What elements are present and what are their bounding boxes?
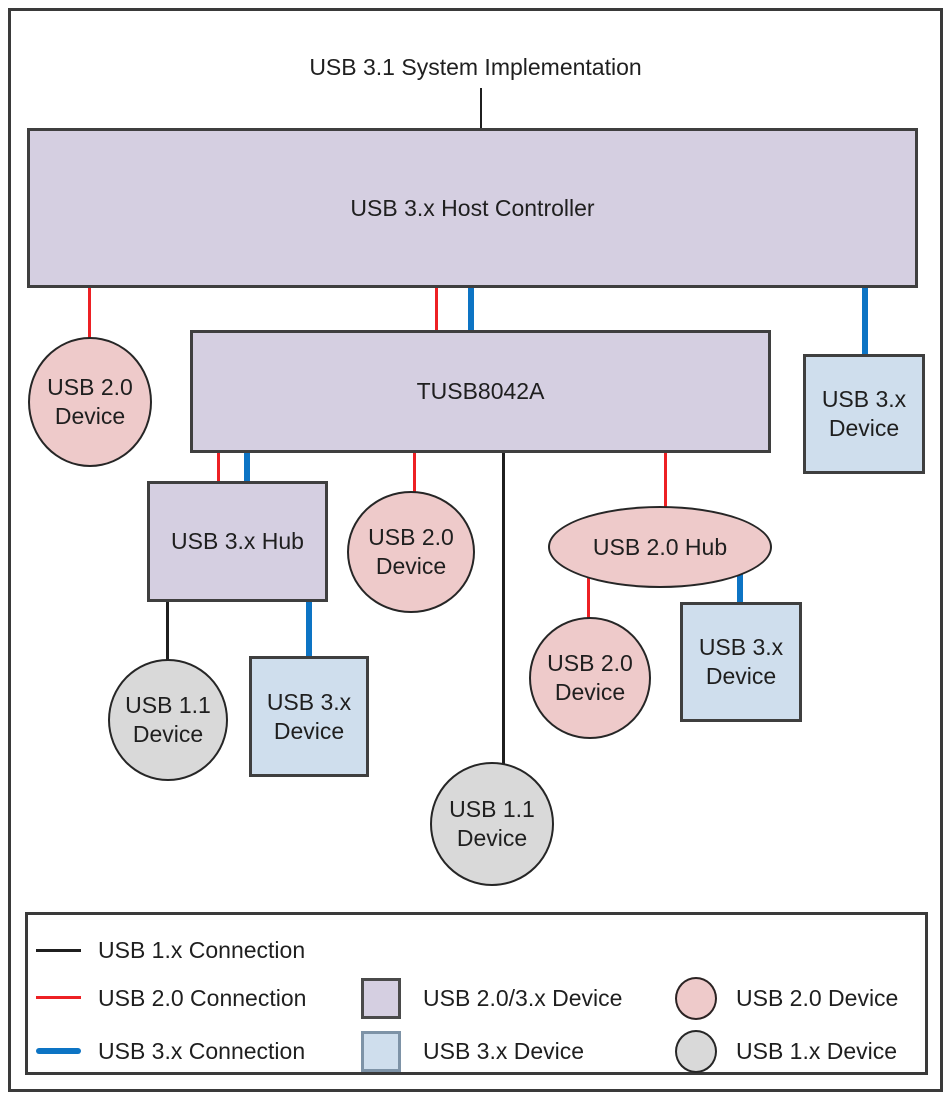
connection-host-to-tusb-usb3x — [468, 286, 474, 332]
node-usb11-device-bottom: USB 1.1 Device — [430, 762, 554, 886]
diagram-outer-frame — [8, 8, 943, 1092]
connection-host-to-usb3x-right — [862, 286, 868, 356]
node-usb20-device-bottom: USB 2.0 Device — [529, 617, 651, 739]
legend-usb20-3x-device-swatch — [361, 978, 401, 1019]
node-tusb8042a: TUSB8042A — [190, 330, 771, 453]
connection-tusb-to-hub20 — [664, 451, 667, 509]
legend-usb3x-device-swatch — [361, 1031, 401, 1072]
legend-usb3x-device-label: USB 3.x Device — [423, 1038, 585, 1064]
legend-usb3x-connection-label: USB 3.x Connection — [98, 1038, 306, 1064]
legend-usb1x-connection-label: USB 1.x Connection — [98, 937, 306, 963]
node-usb3x-hub: USB 3.x Hub — [147, 481, 328, 602]
connection-tusb-to-usb20-mid — [413, 451, 416, 493]
node-usb20-device-mid: USB 2.0 Device — [347, 491, 475, 613]
connection-tusb-to-hub3x-usb20 — [217, 451, 220, 483]
connection-hub3x-to-usb3x-mid — [306, 600, 312, 658]
legend-usb3x-line-sample — [36, 1048, 81, 1054]
connection-tusb-to-usb11-bottom — [502, 451, 505, 766]
legend-usb20-line-sample — [36, 996, 81, 999]
connection-host-to-usb20-left — [88, 286, 91, 340]
connection-hub3x-to-usb11-left — [166, 600, 169, 662]
legend-usb20-3x-device-label: USB 2.0/3.x Device — [423, 985, 623, 1011]
legend-usb1x-line-sample — [36, 949, 81, 952]
connection-hub20-to-usb3x-bottom — [737, 570, 743, 604]
node-usb11-device-left: USB 1.1 Device — [108, 659, 228, 781]
legend: USB 1.x Connection USB 2.0 Connection US… — [25, 912, 928, 1075]
connection-hub20-to-usb20-bottom — [587, 573, 590, 620]
legend-usb1x-device-label: USB 1.x Device — [736, 1038, 898, 1064]
node-usb20-device-left: USB 2.0 Device — [28, 337, 152, 467]
legend-usb20-connection-label: USB 2.0 Connection — [98, 985, 307, 1011]
node-usb3x-host-controller: USB 3.x Host Controller — [27, 128, 918, 288]
legend-usb20-device-label: USB 2.0 Device — [736, 985, 899, 1011]
diagram-title: USB 3.1 System Implementation — [309, 54, 642, 80]
node-usb20-hub: USB 2.0 Hub — [548, 506, 772, 588]
connection-tusb-to-hub3x-usb3x — [244, 451, 250, 483]
legend-usb1x-device-swatch — [675, 1030, 717, 1073]
legend-usb20-device-swatch — [675, 977, 717, 1020]
node-usb3x-device-right: USB 3.x Device — [803, 354, 925, 474]
connection-host-to-tusb-usb20 — [435, 286, 438, 332]
node-usb3x-device-bottom: USB 3.x Device — [680, 602, 802, 722]
node-usb3x-device-mid: USB 3.x Device — [249, 656, 369, 777]
title-connector-line — [480, 88, 482, 130]
